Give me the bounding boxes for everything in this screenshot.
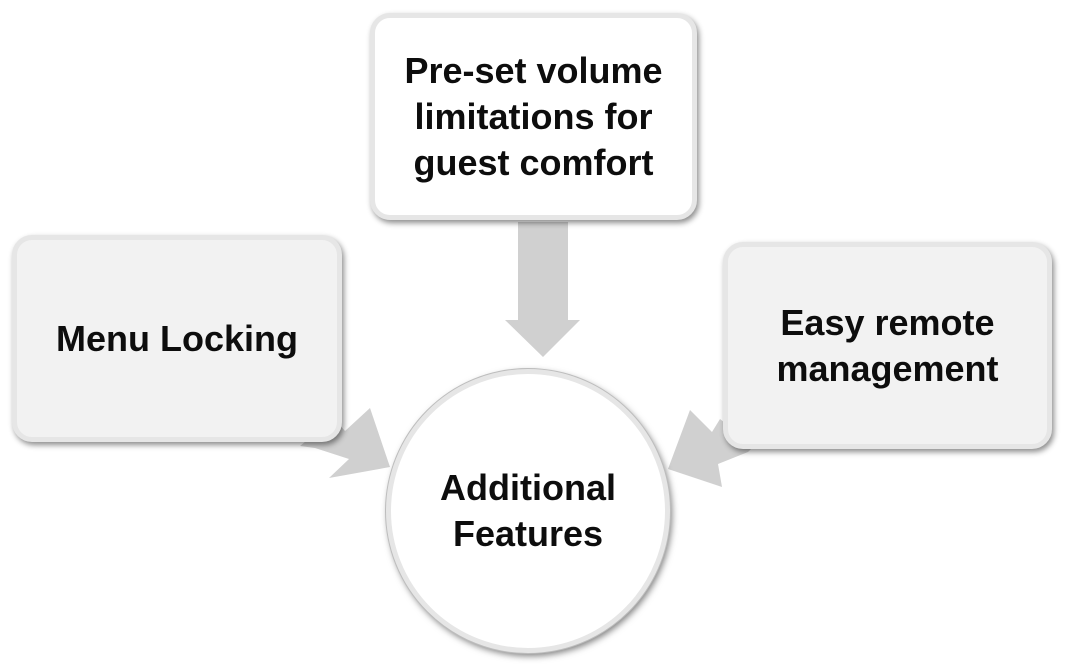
feature-label-volume-limitations: Pre-set volume limitations for guest com… [404,49,663,183]
feature-label-remote-management: Easy remote management [776,301,999,389]
feature-label-menu-locking: Menu Locking [56,317,298,359]
feature-box-remote-management: Easy remote management [723,242,1052,449]
arrow-left-to-center [300,408,390,478]
arrow-top-to-center [505,222,580,357]
feature-box-volume-limitations: Pre-set volume limitations for guest com… [370,13,697,220]
center-circle-additional-features: Additional Features [386,369,670,653]
center-label: Additional Features [440,467,616,554]
feature-box-menu-locking: Menu Locking [12,235,342,442]
